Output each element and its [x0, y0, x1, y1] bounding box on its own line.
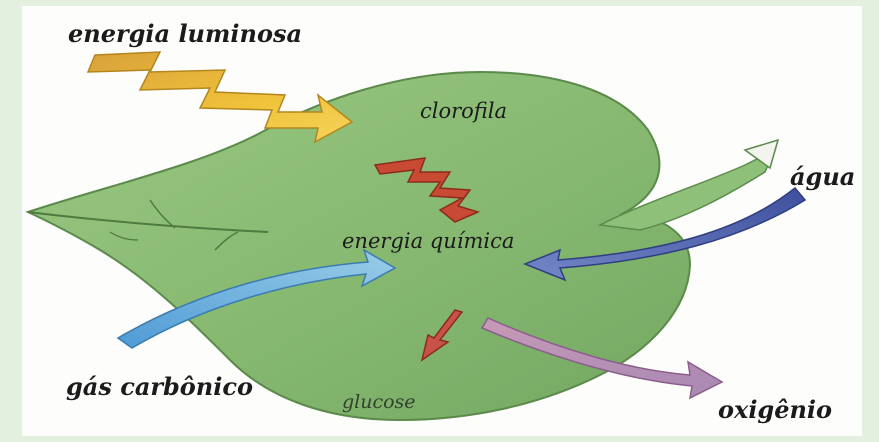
label-chlorophyll: clorofila	[420, 99, 507, 123]
label-light-energy: energia luminosa	[68, 19, 302, 48]
light-energy-arrow	[88, 52, 352, 142]
label-water: água	[790, 162, 855, 191]
label-glucose: glucose	[342, 391, 416, 413]
label-chemical-energy: energia química	[342, 229, 514, 253]
label-carbon-dioxide: gás carbônico	[66, 372, 253, 401]
label-oxygen: oxigênio	[718, 395, 832, 424]
